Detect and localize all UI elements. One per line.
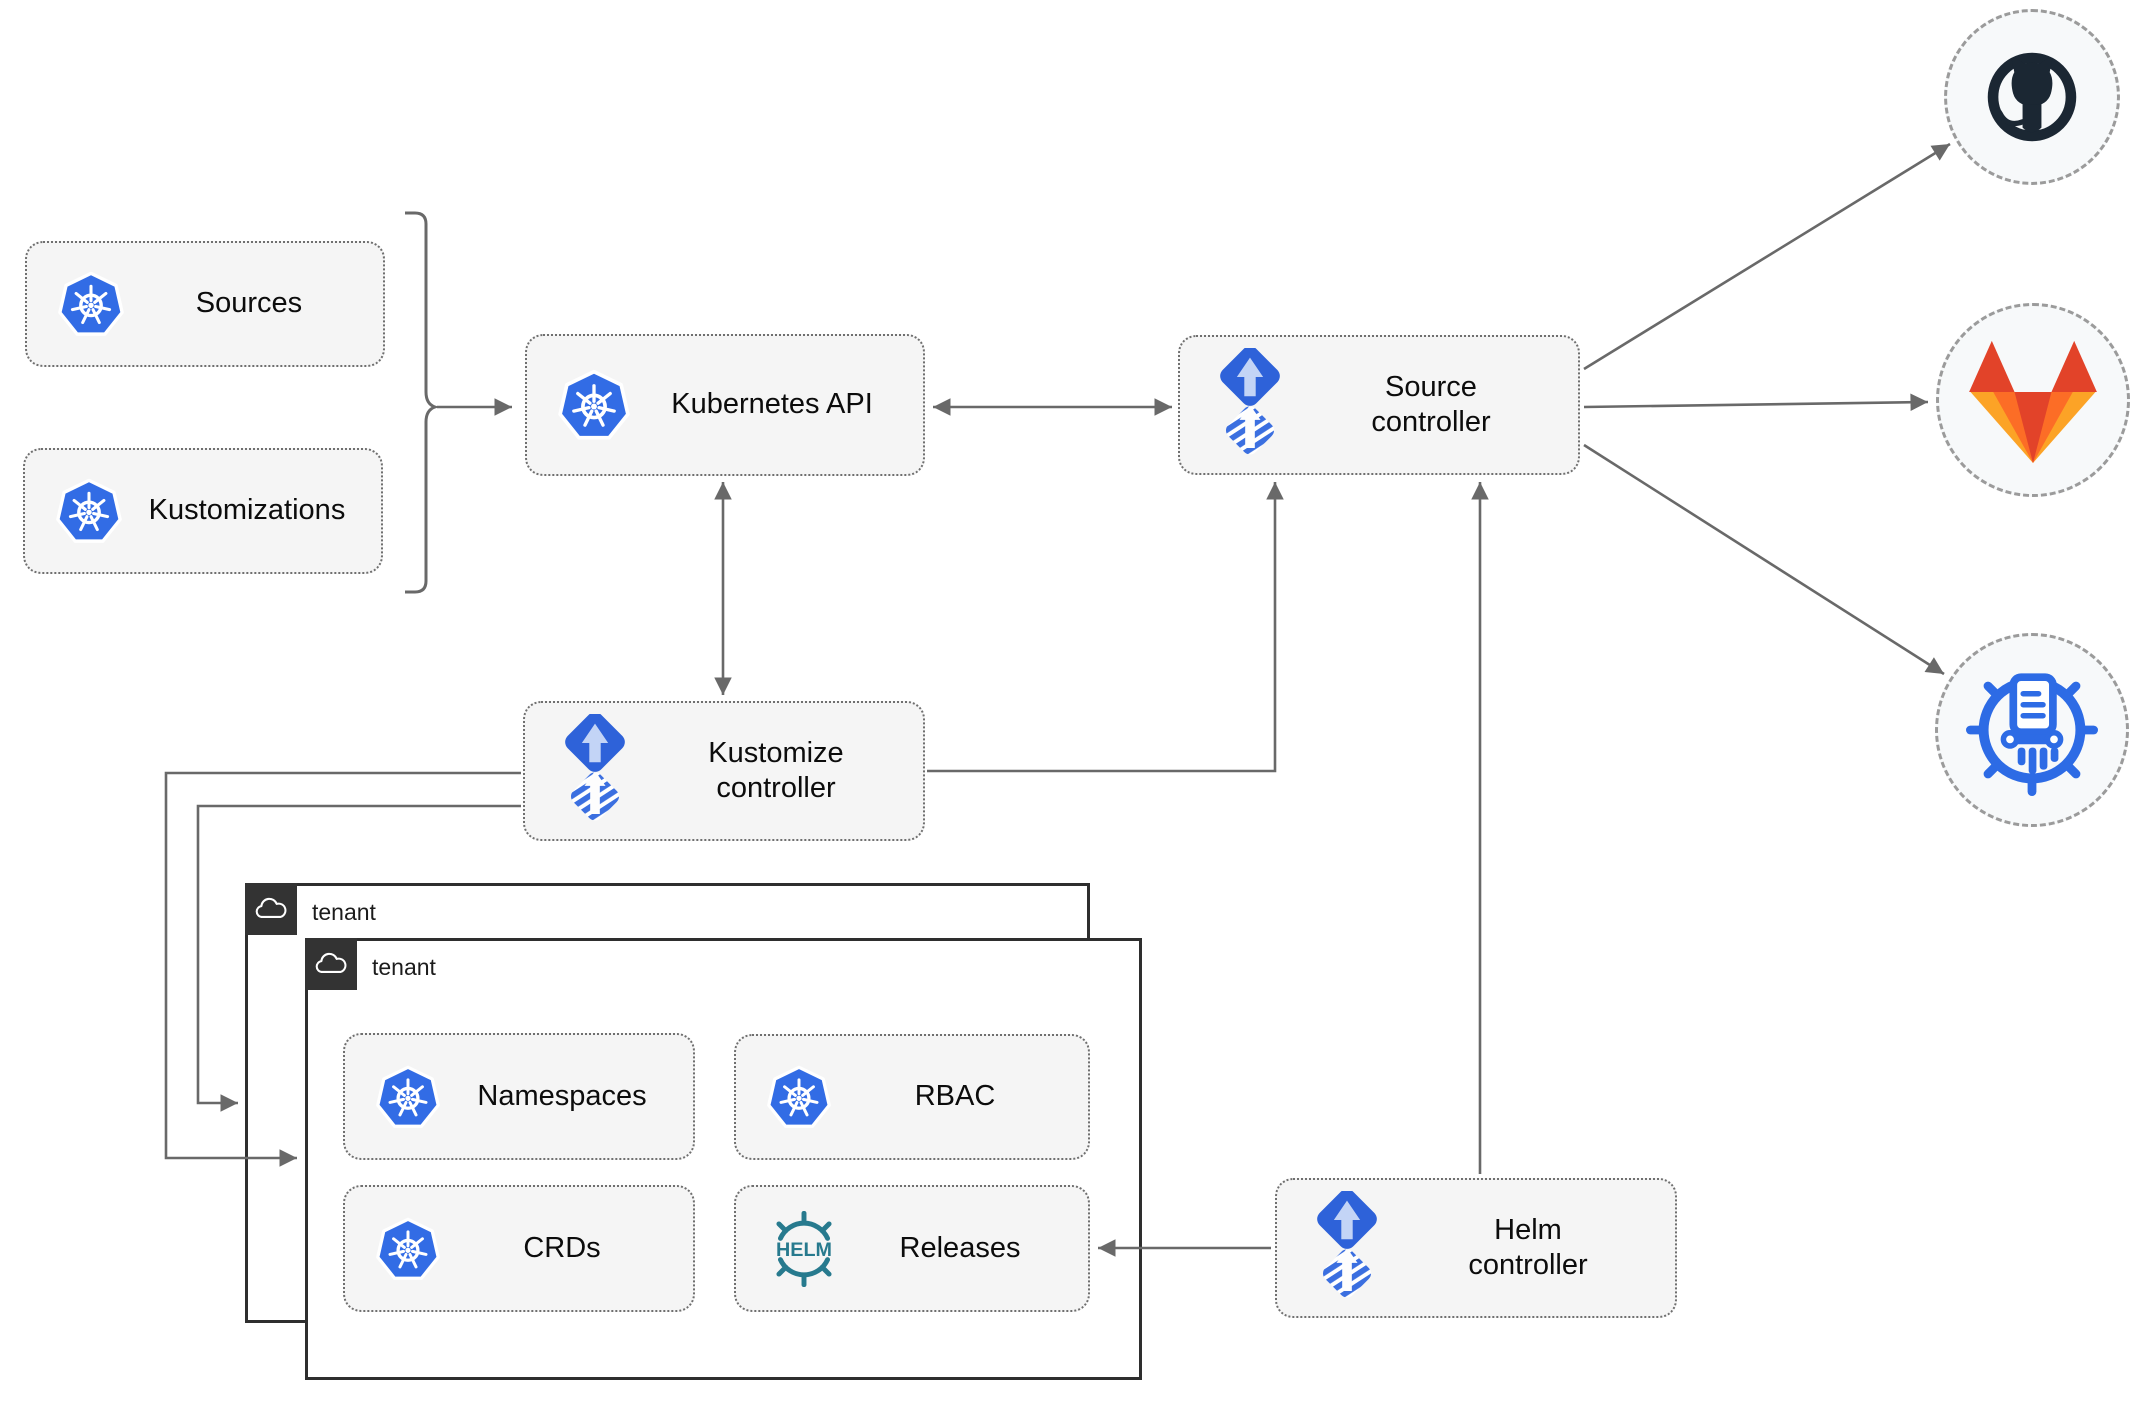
node-helm-controller: Helm controller xyxy=(1275,1178,1677,1318)
kubernetes-icon xyxy=(55,477,123,545)
kubernetes-icon xyxy=(57,270,125,338)
cloud-icon xyxy=(255,897,287,918)
kubernetes-icon xyxy=(766,1064,832,1130)
tenant-header xyxy=(305,938,357,990)
remote-helm-repository xyxy=(1935,633,2129,827)
connector-source-controller-to-github xyxy=(1583,142,1951,371)
connector-group-bracket xyxy=(405,211,440,594)
connector-source-controller-to-helm-repository xyxy=(1583,443,1945,676)
node-label: CRDs xyxy=(523,1231,601,1264)
kubernetes-icon xyxy=(557,368,631,442)
tenant-label: tenant xyxy=(312,899,376,925)
node-label: Sources xyxy=(195,287,303,320)
gitlab-icon xyxy=(1969,340,2097,463)
node-label: Releases xyxy=(899,1231,1021,1264)
node-label: Kubernetes API xyxy=(671,388,873,421)
cloud-icon xyxy=(315,952,347,973)
node-crds: CRDs xyxy=(343,1185,695,1312)
node-label: Source controller xyxy=(1371,370,1491,438)
chart-repository-icon xyxy=(1966,673,2098,796)
node-label: Helm controller xyxy=(1468,1213,1588,1281)
remote-gitlab xyxy=(1936,303,2130,497)
node-rbac: RBAC xyxy=(734,1034,1090,1160)
kubernetes-icon xyxy=(375,1064,441,1130)
node-kustomize-controller: Kustomize controller xyxy=(523,701,925,841)
node-kustomizations: Kustomizations xyxy=(23,448,383,574)
connector-source-controller-to-gitlab xyxy=(1583,393,1929,412)
github-icon xyxy=(1987,52,2077,142)
helm-icon: HELM xyxy=(766,1210,842,1287)
flux-icon xyxy=(1303,1191,1391,1305)
node-source-controller: Source controller xyxy=(1178,335,1580,475)
node-releases: HELM Releases xyxy=(734,1185,1090,1312)
remote-github xyxy=(1944,9,2120,185)
node-label: RBAC xyxy=(914,1080,996,1113)
node-namespaces: Namespaces xyxy=(343,1033,695,1160)
node-label: Kustomize controller xyxy=(708,736,844,804)
tenant-header xyxy=(245,883,297,935)
kubernetes-icon xyxy=(375,1216,441,1282)
flux-icon xyxy=(551,714,639,828)
flux-icon xyxy=(1206,348,1294,462)
node-label: Namespaces xyxy=(477,1079,647,1112)
svg-text:HELM: HELM xyxy=(776,1238,832,1260)
node-label: Kustomizations xyxy=(148,494,346,527)
node-kubernetes-api: Kubernetes API xyxy=(525,334,925,476)
tenant-label: tenant xyxy=(372,954,436,980)
connector-kustomize-to-source-controller xyxy=(927,482,1284,773)
node-sources: Sources xyxy=(25,241,385,367)
